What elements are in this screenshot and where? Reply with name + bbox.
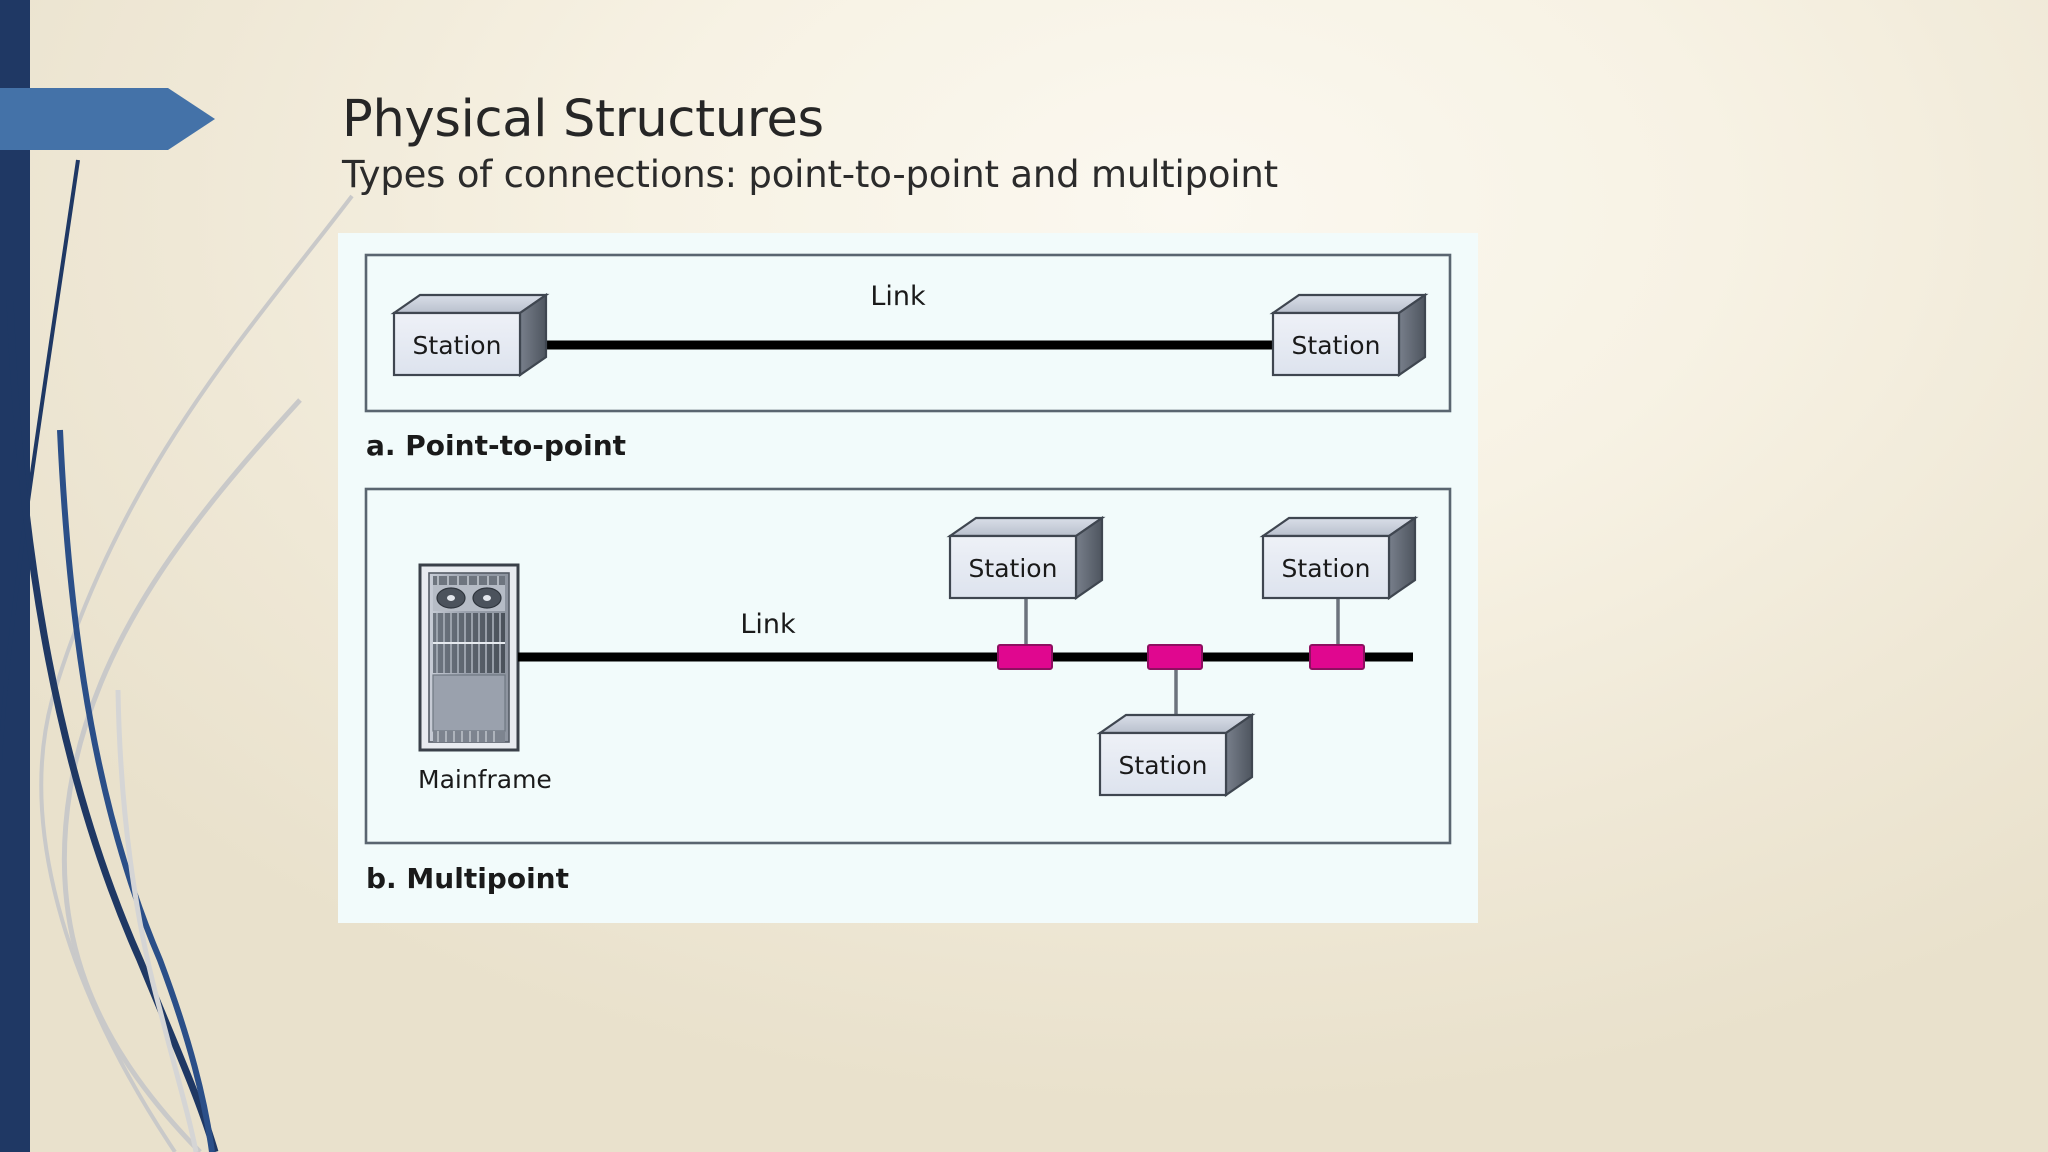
station-label: Station — [1282, 554, 1371, 583]
mainframe-label: Mainframe — [418, 765, 552, 794]
page-title: Physical Structures — [342, 90, 824, 149]
link-label-a: Link — [870, 281, 926, 312]
station-b-2: Station — [1098, 713, 1254, 797]
tap-connector-3 — [1309, 644, 1365, 670]
mainframe-device — [418, 563, 520, 752]
figure-image: Link Station Station a. Point-to-point — [338, 233, 1478, 923]
station-b-3: Station — [1261, 516, 1417, 600]
accent-arrow-banner — [0, 88, 215, 150]
station-a-left: Station — [392, 293, 548, 377]
link-label-b: Link — [740, 609, 796, 640]
tap-connector-1 — [997, 644, 1053, 670]
panel-b-frame — [364, 487, 1452, 845]
station-label: Station — [969, 554, 1058, 583]
station-label: Station — [1292, 331, 1381, 360]
tap-connector-2 — [1147, 644, 1203, 670]
station-label: Station — [413, 331, 502, 360]
station-a-right: Station — [1271, 293, 1427, 377]
decorative-swoosh-lines — [0, 159, 354, 1152]
station-label: Station — [1119, 751, 1208, 780]
title-block: Physical Structures Types of connections… — [342, 90, 1642, 197]
caption-multipoint: b. Multipoint — [366, 862, 569, 895]
left-accent-band — [0, 0, 30, 1152]
station-b-1: Station — [948, 516, 1104, 600]
panel-a-frame — [364, 253, 1452, 413]
caption-point-to-point: a. Point-to-point — [366, 429, 626, 462]
page-subtitle: Types of connections: point-to-point and… — [342, 153, 1278, 197]
